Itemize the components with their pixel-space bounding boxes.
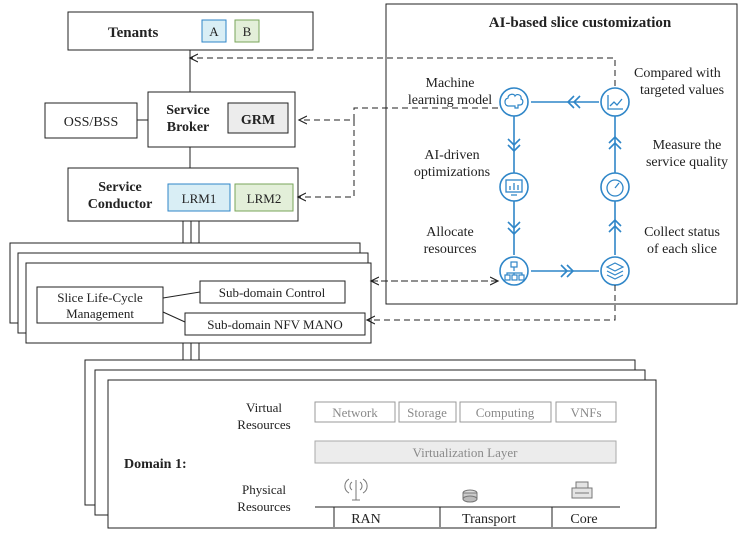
lifecycle-line2: Management: [66, 306, 134, 321]
allocate-line1: Allocate: [426, 225, 473, 240]
server-rack-icon: [571, 481, 593, 499]
tenants-box: Tenants A B: [67, 11, 314, 51]
lifecycle-box: [36, 286, 164, 324]
dashboard-monitor-icon: [499, 172, 529, 202]
ml-line2: learning model: [408, 93, 492, 108]
tenant-b-label: B: [243, 24, 252, 39]
ai-cycle-flow: [507, 95, 622, 278]
domain-label: Domain 1:: [124, 457, 187, 472]
service-broker-box: Service Broker GRM: [147, 91, 296, 148]
conductor-line1: Service: [98, 180, 142, 195]
conductor-line2: Conductor: [88, 197, 153, 212]
compared-line2: targeted values: [640, 83, 724, 98]
oss-bss-label: OSS/BSS: [64, 115, 118, 130]
virtual-computing-label: Computing: [476, 405, 535, 420]
domain-stack: Domain 1: Virtual Resources Physical Res…: [84, 359, 657, 529]
measure-line1: Measure the: [653, 138, 722, 153]
broker-line2: Broker: [167, 120, 210, 135]
line-chart-icon: [600, 87, 630, 117]
subdomain-nfv-label: Sub-domain NFV MANO: [207, 317, 343, 332]
subdomain-control-label: Sub-domain Control: [219, 285, 326, 300]
compared-line1: Compared with: [634, 66, 721, 81]
tenant-a-box: [201, 19, 227, 43]
tenants-label: Tenants: [108, 25, 158, 41]
virtual-computing-box: [459, 401, 552, 423]
oss-bss-box: OSS/BSS: [44, 102, 138, 139]
physical-transport-label: Transport: [462, 512, 516, 527]
virtual-line1: Virtual: [246, 400, 282, 415]
service-conductor-box: Service Conductor LRM1 LRM2: [67, 167, 299, 222]
antenna-icon: [344, 478, 368, 501]
lrm1-label: LRM1: [182, 191, 217, 206]
lrm2-label: LRM2: [247, 191, 282, 206]
physical-line1: Physical: [242, 482, 286, 497]
grm-box: [227, 102, 289, 134]
aid-line1: AI-driven: [424, 148, 479, 163]
aid-line2: optimizations: [414, 165, 490, 180]
lifecycle-line1: Slice Life-Cycle: [57, 290, 143, 305]
ml-line1: Machine: [426, 76, 475, 91]
lrm1-box: [167, 183, 231, 212]
virtualization-layer-label: Virtualization Layer: [413, 445, 519, 460]
measure-line2: service quality: [646, 155, 728, 170]
slice-management-stack: Slice Life-Cycle Management Sub-domain C…: [9, 242, 372, 344]
subdomain-nfv-box: [184, 312, 366, 336]
brain-icon: [499, 87, 529, 117]
hierarchy-icon: [499, 256, 529, 286]
virtual-network-box: [314, 401, 396, 423]
broker-line1: Service: [166, 103, 210, 118]
virtual-vnfs-box: [555, 401, 617, 423]
ai-panel: AI-based slice customization Machine lea…: [385, 3, 738, 305]
collect-line1: Collect status: [644, 225, 720, 240]
physical-core-label: Core: [570, 512, 597, 527]
virtual-vnfs-label: VNFs: [570, 405, 601, 420]
physical-line2: Resources: [237, 499, 290, 514]
lrm2-box: [234, 183, 294, 212]
virtual-storage-box: [398, 401, 457, 423]
router-icon: [462, 489, 478, 503]
virtual-line2: Resources: [237, 417, 290, 432]
gauge-icon: [600, 172, 630, 202]
virtual-network-label: Network: [332, 405, 378, 420]
collect-line2: of each slice: [647, 242, 717, 257]
tenant-b-box: [234, 19, 260, 43]
layers-icon: [600, 256, 630, 286]
physical-ran-label: RAN: [351, 512, 381, 527]
dashed-connectors: [190, 58, 616, 320]
grm-label: GRM: [241, 113, 275, 128]
ai-panel-title: AI-based slice customization: [489, 15, 672, 31]
virtualization-layer-box: [314, 440, 617, 464]
allocate-line2: resources: [424, 242, 477, 257]
virtual-storage-label: Storage: [407, 405, 447, 420]
tenant-a-label: A: [209, 24, 219, 39]
